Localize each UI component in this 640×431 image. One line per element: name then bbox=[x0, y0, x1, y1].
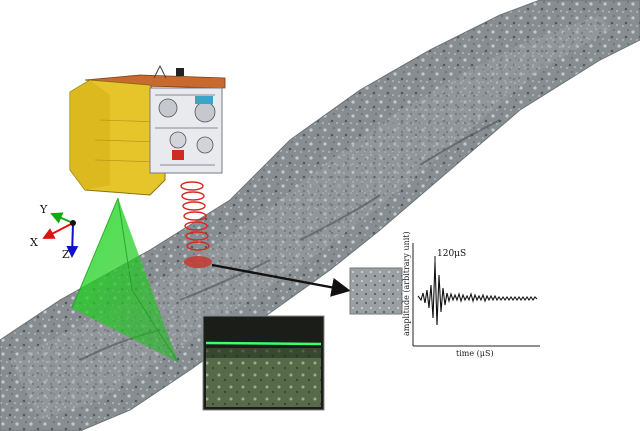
plot-annotation: 120μS bbox=[437, 249, 466, 259]
plot-xlabel: time (μS) bbox=[456, 349, 494, 358]
camera-view-inset bbox=[203, 316, 324, 410]
coordinate-axes: X Y Z bbox=[30, 203, 76, 261]
sonar-footprint bbox=[184, 256, 212, 268]
axis-label-y: Y bbox=[39, 203, 48, 216]
axis-label-x: X bbox=[30, 236, 38, 249]
texture-inset bbox=[350, 268, 402, 314]
echo-waveform bbox=[418, 262, 537, 325]
plot-ylabel: amplitude (arbitrary unit) bbox=[402, 231, 411, 336]
underwater-vehicle bbox=[70, 66, 225, 195]
echo-plot: 120μS time (μS) amplitude (arbitrary uni… bbox=[402, 231, 540, 358]
laser-line bbox=[206, 343, 321, 344]
axis-label-z: Z bbox=[62, 248, 70, 261]
